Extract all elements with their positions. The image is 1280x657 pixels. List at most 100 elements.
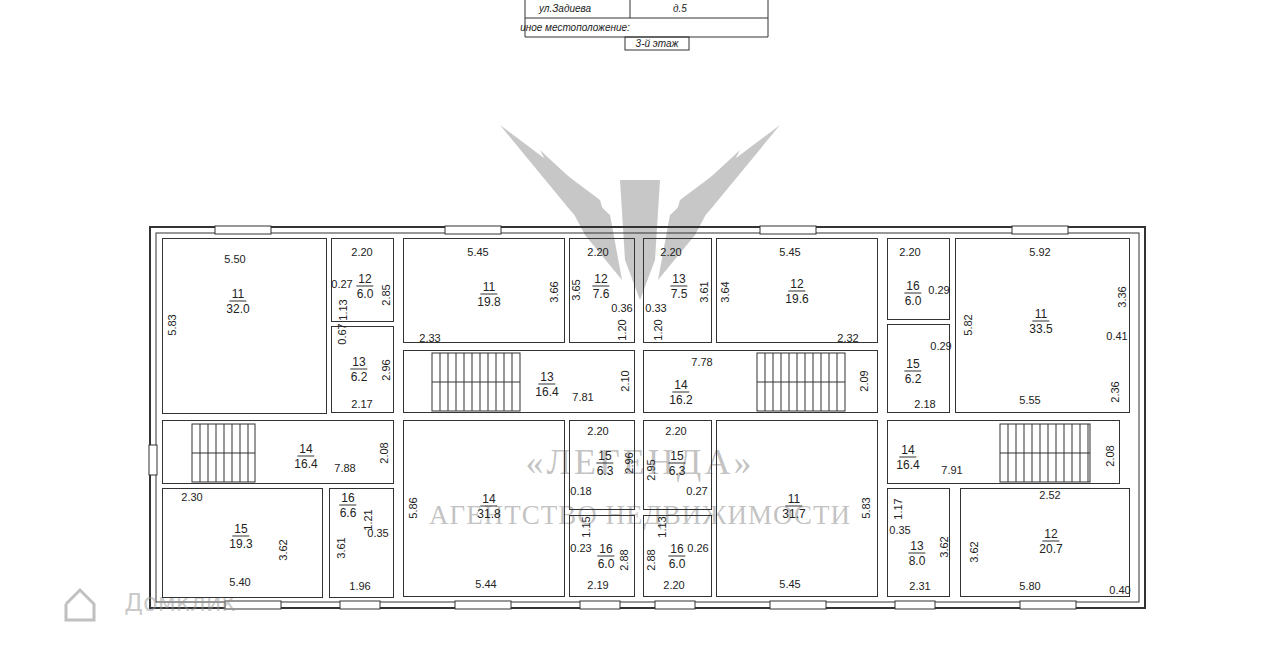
stair-step	[440, 353, 441, 411]
room-number: 16	[668, 542, 685, 557]
stair-step	[456, 353, 457, 411]
dimension-label: 5.45	[779, 246, 800, 258]
room-number: 14	[672, 378, 689, 393]
dimension-label: 2.85	[380, 284, 392, 305]
dimension-label: 1.15	[580, 516, 592, 537]
dimension-label: 0.35	[367, 527, 388, 539]
stair-step	[1080, 424, 1081, 482]
dimension-label: 2.30	[181, 491, 202, 503]
dimension-label: 2.19	[587, 579, 608, 591]
dimension-label: 3.62	[277, 539, 289, 560]
dimension-label: 5.44	[475, 578, 496, 590]
room-number: 14	[297, 442, 314, 457]
dimension-label: 2.32	[837, 332, 858, 344]
room-number: 11	[481, 280, 497, 295]
room-label-group: 156.3	[668, 449, 685, 478]
dimension-label: 7.88	[334, 462, 355, 474]
table-cell: иное местоположение:	[520, 22, 630, 34]
table-cell: 3-й этаж	[636, 38, 679, 50]
room: 1416.2	[643, 350, 878, 413]
room-area: 6.3	[669, 464, 686, 478]
stair-step	[773, 353, 774, 411]
stair-divider	[432, 382, 520, 383]
room-number: 16	[904, 279, 921, 294]
room-area: 7.6	[593, 287, 610, 301]
stair-step	[480, 353, 481, 411]
stair-step	[1040, 424, 1041, 482]
room-area: 6.2	[351, 370, 368, 384]
room-area: 6.0	[905, 294, 922, 308]
dimension-label: 0.29	[928, 284, 949, 296]
room-number: 13	[670, 272, 687, 287]
room-area: 20.7	[1039, 542, 1062, 556]
dimension-label: 0.41	[1106, 330, 1127, 342]
room-area: 16.4	[896, 458, 919, 472]
dimension-label: 5.83	[166, 314, 178, 335]
room-label-group: 166.6	[339, 491, 356, 520]
stair-step	[504, 353, 505, 411]
room-label-group: 1132.0	[226, 287, 249, 316]
room-area: 16.2	[669, 393, 692, 407]
stair-outline	[1000, 424, 1090, 482]
room-number: 14	[480, 492, 497, 507]
room-label-group: 1316.4	[535, 370, 558, 399]
room-label-group: 156.3	[596, 449, 613, 478]
watermark: Домклик	[124, 597, 235, 609]
dimension-label: 2.31	[909, 580, 930, 592]
room-area: 19.3	[229, 537, 252, 551]
dimension-label: 5.86	[407, 497, 419, 518]
dimension-label: 3.65	[570, 279, 582, 300]
room-number: 11	[786, 492, 802, 507]
dimension-label: 1.96	[349, 580, 370, 592]
dimension-label: 5.40	[229, 576, 250, 588]
dimension-label: 2.17	[351, 398, 372, 410]
dimension-label: 3.62	[968, 541, 980, 562]
dimension-label: 2.88	[645, 549, 657, 570]
room-area: 32.0	[226, 302, 249, 316]
room-area: 16.4	[294, 457, 317, 471]
dimension-label: 0.29	[930, 340, 951, 352]
room-number: 12	[592, 272, 609, 287]
dimension-label: 0.23	[570, 542, 591, 554]
stair-step	[797, 353, 798, 411]
stair-step	[821, 353, 822, 411]
dimension-label: 3.61	[335, 537, 347, 558]
room-label-group: 156.2	[904, 357, 921, 386]
dimension-label: 2.20	[660, 246, 681, 258]
room-area: 7.5	[671, 287, 688, 301]
dimension-label: 2.20	[899, 246, 920, 258]
stair-step	[1008, 424, 1009, 482]
stair-step	[512, 353, 513, 411]
dimension-label: 0.27	[686, 485, 707, 497]
room-area: 19.8	[477, 295, 500, 309]
dimension-label: 0.18	[570, 485, 591, 497]
stair-step	[781, 353, 782, 411]
dimension-label: 1.13	[656, 516, 668, 537]
dimension-label: 0.27	[331, 278, 352, 290]
dimension-label: 5.45	[779, 578, 800, 590]
dimension-label: 7.91	[941, 464, 962, 476]
stair-step	[813, 353, 814, 411]
stair-step	[448, 353, 449, 411]
room-area: 6.2	[905, 372, 922, 386]
room-number: 13	[350, 355, 367, 370]
room-label-group: 126.0	[356, 272, 373, 301]
stair-step	[805, 353, 806, 411]
room-area: 31.7	[782, 507, 805, 521]
room-number: 15	[232, 522, 249, 537]
dimension-label: 5.92	[1029, 246, 1050, 258]
room-label-group: 1416.4	[896, 443, 919, 472]
dimension-label: 2.20	[351, 246, 372, 258]
room-label-group: 137.5	[670, 272, 687, 301]
stair-step	[200, 424, 201, 482]
room-label-group: 1219.6	[785, 277, 808, 306]
dimension-label: 2.52	[1039, 489, 1060, 501]
room-label-group: 166.0	[668, 542, 685, 571]
room-area: 33.5	[1029, 322, 1052, 336]
room-number: 16	[597, 542, 614, 557]
dimension-label: 3.66	[548, 281, 560, 302]
room-area: 16.4	[535, 385, 558, 399]
stair-outline	[192, 424, 255, 482]
room-label-group: 127.6	[592, 272, 609, 301]
dimension-label: 3.64	[719, 281, 731, 302]
